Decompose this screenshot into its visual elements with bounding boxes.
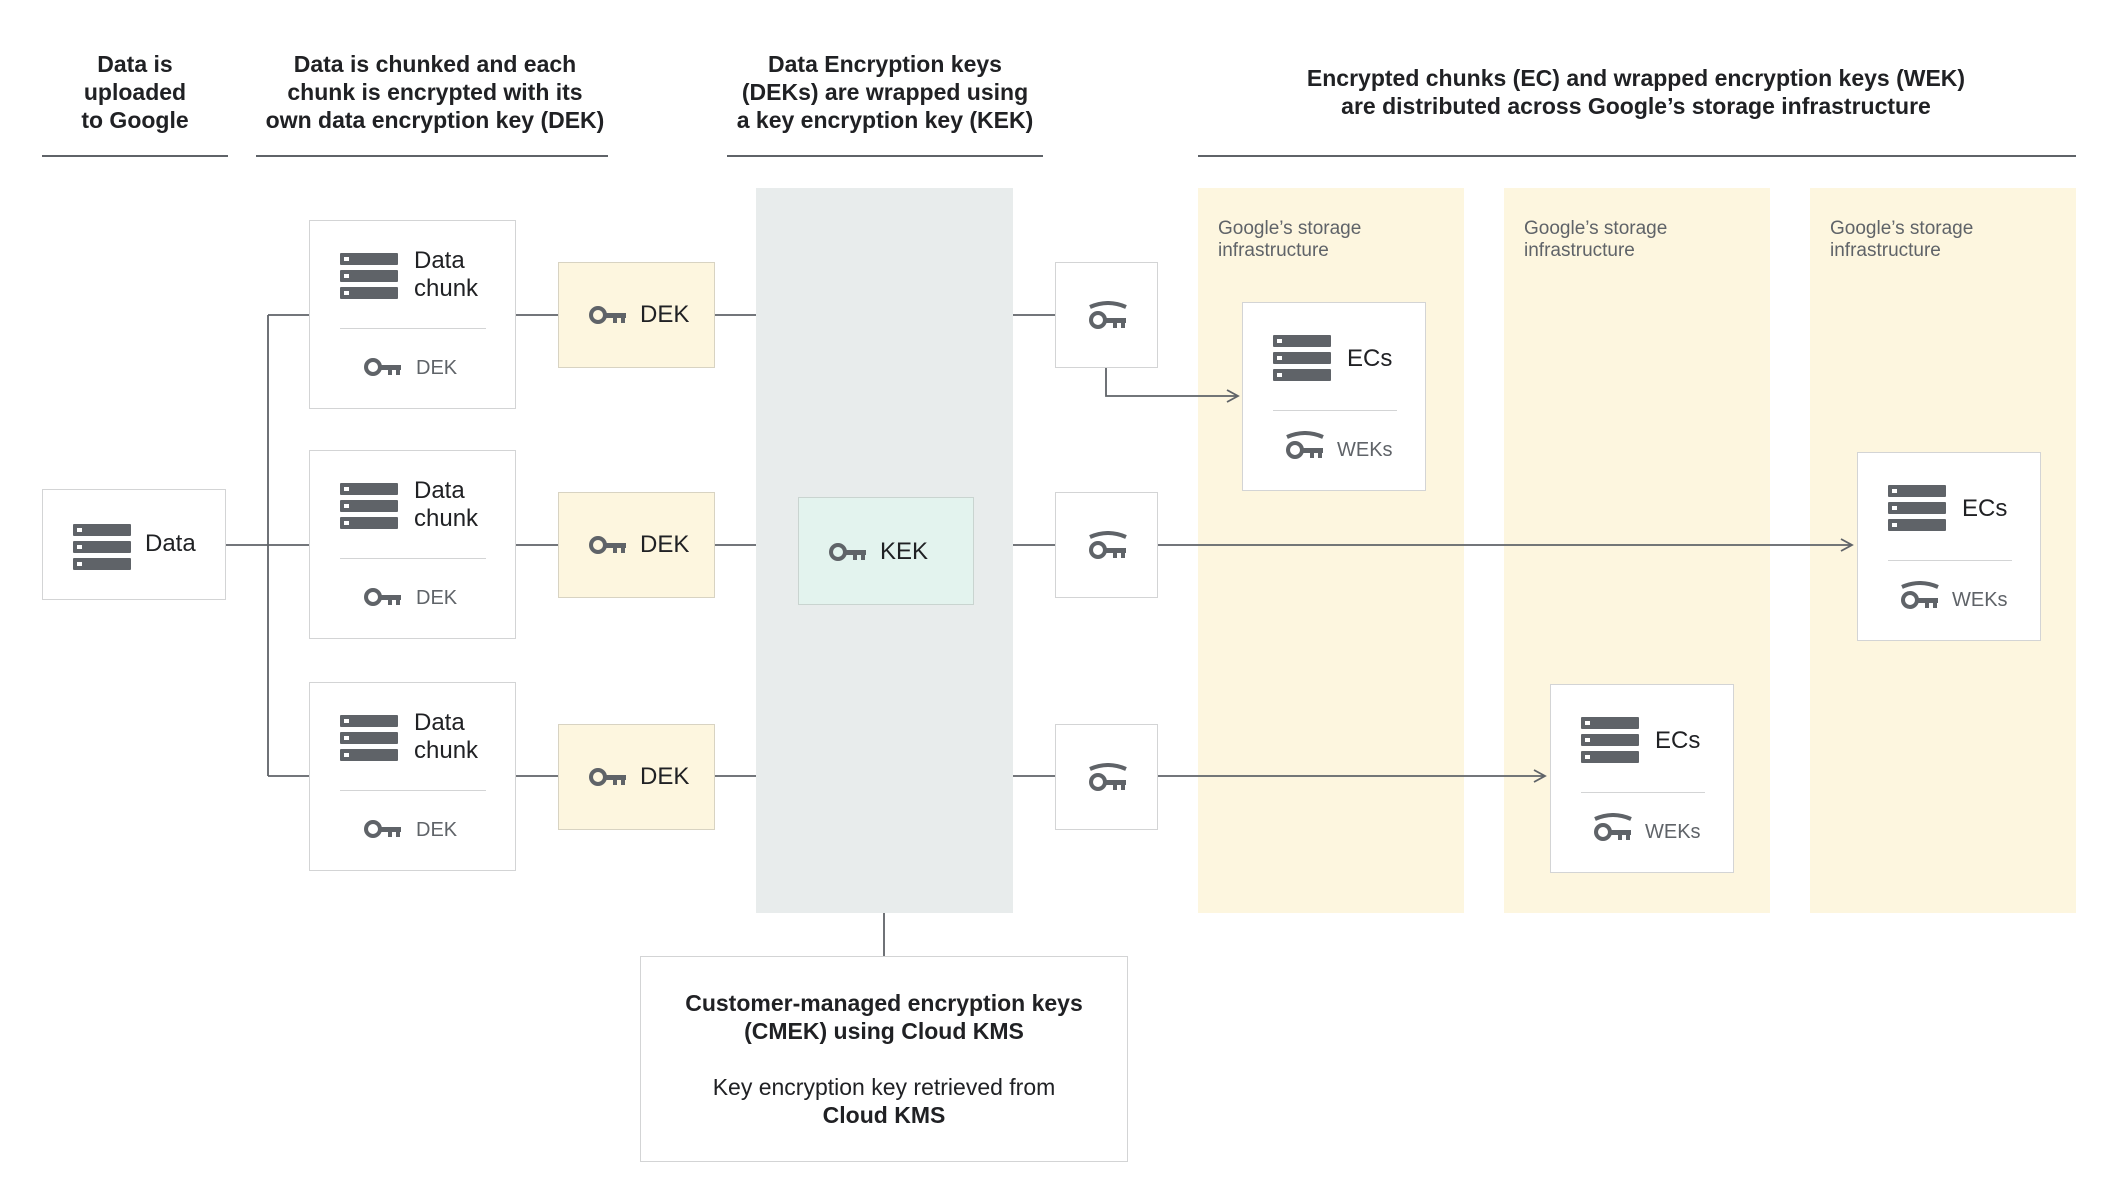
wek-label: WEKs <box>1337 439 1393 461</box>
ec-box-1: ECs WEKs <box>1242 302 1426 491</box>
data-chunk-dek-label: DEK <box>416 357 458 379</box>
storage-column-label: Google’s storage infrastructure <box>1218 218 1362 261</box>
wrapped-key-icon <box>1901 581 1939 609</box>
wrapped-key-icon <box>1594 813 1632 841</box>
ec-box-3: ECs WEKs <box>1857 452 2041 641</box>
wrapped-key-box-2 <box>1055 492 1158 598</box>
cmek-box: Customer-managed encryption keys (CMEK) … <box>640 956 1128 1162</box>
data-chunk-title: Data chunk <box>414 247 479 302</box>
wek-label: WEKs <box>1645 821 1701 843</box>
header-chunk-rule <box>256 155 608 157</box>
dek-box-2: DEK <box>558 492 715 598</box>
data-chunk-box-3: Data chunk DEK <box>309 682 516 871</box>
dek-label: DEK <box>640 763 690 790</box>
key-icon <box>589 306 626 324</box>
cmek-cloud-kms: Cloud KMS <box>822 1102 946 1128</box>
data-chunk-divider <box>340 328 486 329</box>
dek-label: DEK <box>640 531 690 558</box>
data-chunk-box-2: Data chunk DEK <box>309 450 516 639</box>
ec-label: ECs <box>1962 495 2008 522</box>
cmek-body-line1: Key encryption key retrieved from <box>712 1074 1056 1100</box>
data-chunk-dek-label: DEK <box>416 587 458 609</box>
header-chunk: Data is chunked and each chunk is encryp… <box>265 51 605 133</box>
key-icon <box>364 358 401 376</box>
wrapped-key-icon <box>1089 301 1127 329</box>
wrapped-key-box-1 <box>1055 262 1158 368</box>
ec-box-2: ECs WEKs <box>1550 684 1734 873</box>
ec-divider <box>1581 792 1705 793</box>
data-box: Data <box>42 489 226 600</box>
database-icon <box>1273 335 1331 381</box>
database-icon <box>340 483 398 529</box>
key-icon <box>589 768 626 786</box>
key-icon <box>364 820 401 838</box>
database-icon <box>73 524 131 570</box>
database-icon <box>1888 485 1946 531</box>
wrapped-key-icon <box>1089 531 1127 559</box>
data-chunk-title: Data chunk <box>414 477 479 532</box>
header-upload: Data is uploaded to Google <box>81 51 189 133</box>
header-wrap: Data Encryption keys (DEKs) are wrapped … <box>736 51 1034 133</box>
kek-label: KEK <box>880 538 929 565</box>
wrapped-key-icon <box>1286 431 1324 459</box>
data-chunk-box-1: Data chunk DEK <box>309 220 516 409</box>
dek-box-3: DEK <box>558 724 715 830</box>
key-icon <box>589 536 626 554</box>
header-wrap-rule <box>727 155 1043 157</box>
cmek-body-line2: Cloud KMS <box>641 1101 1127 1129</box>
data-label: Data <box>145 530 196 557</box>
database-icon <box>340 715 398 761</box>
header-distribute-rule <box>1198 155 2076 157</box>
storage-column-label: Google’s storage infrastructure <box>1830 218 1974 261</box>
dek-label: DEK <box>640 301 690 328</box>
header-distribute: Encrypted chunks (EC) and wrapped encryp… <box>1306 65 1966 119</box>
arrow-wrapped-1-to-storage-1 <box>1105 368 1240 403</box>
key-icon <box>364 588 401 606</box>
data-chunk-title: Data chunk <box>414 709 479 764</box>
database-icon <box>1581 717 1639 763</box>
ec-label: ECs <box>1655 727 1701 754</box>
ec-divider <box>1888 560 2012 561</box>
ec-label: ECs <box>1347 345 1393 372</box>
wrapped-key-icon <box>1089 763 1127 791</box>
dek-box-1: DEK <box>558 262 715 368</box>
header-upload-rule <box>42 155 228 157</box>
cmek-title: Customer-managed encryption keys (CMEK) … <box>685 990 1083 1044</box>
wrapped-key-box-3 <box>1055 724 1158 830</box>
kek-box: KEK <box>798 497 974 605</box>
ec-divider <box>1273 410 1397 411</box>
database-icon <box>340 253 398 299</box>
data-chunk-divider <box>340 790 486 791</box>
key-icon <box>829 543 866 561</box>
data-chunk-divider <box>340 558 486 559</box>
wek-label: WEKs <box>1952 589 2008 611</box>
storage-column-label: Google’s storage infrastructure <box>1524 218 1668 261</box>
data-chunk-dek-label: DEK <box>416 819 458 841</box>
